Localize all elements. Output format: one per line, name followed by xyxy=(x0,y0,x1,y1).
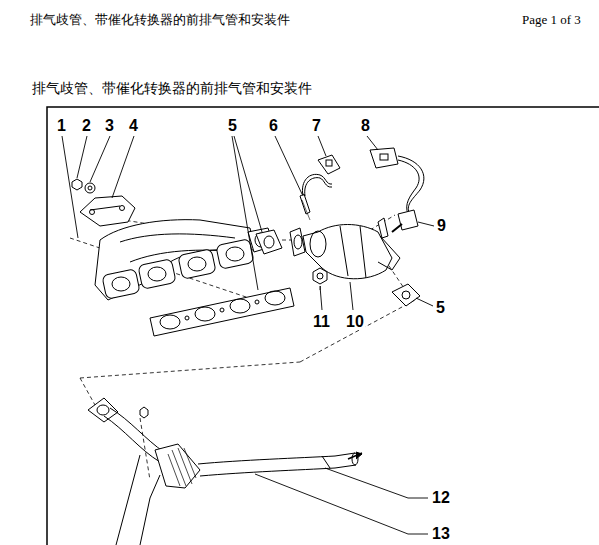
callout-number: 5 xyxy=(435,300,446,316)
callout-number: 3 xyxy=(104,118,115,134)
callout-number: 1 xyxy=(56,118,67,134)
callout-number: 2 xyxy=(81,118,92,134)
page-number: Page 1 of 3 xyxy=(522,13,581,26)
section-title: 排气歧管、带催化转换器的前排气管和安装件 xyxy=(32,82,312,96)
callout-number: 6 xyxy=(268,118,279,134)
callout-number: 12 xyxy=(431,490,451,506)
callout-number: 9 xyxy=(436,218,447,234)
callout-number: 8 xyxy=(360,118,371,134)
page-header: 排气歧管、带催化转换器的前排气管和安装件 xyxy=(30,13,290,26)
callout-number: 5 xyxy=(227,118,238,134)
callout-number: 11 xyxy=(312,314,331,330)
callout-number: 13 xyxy=(431,526,451,542)
callout-number: 7 xyxy=(311,118,322,134)
callout-number: 10 xyxy=(345,314,365,330)
callout-number: 4 xyxy=(128,118,139,134)
